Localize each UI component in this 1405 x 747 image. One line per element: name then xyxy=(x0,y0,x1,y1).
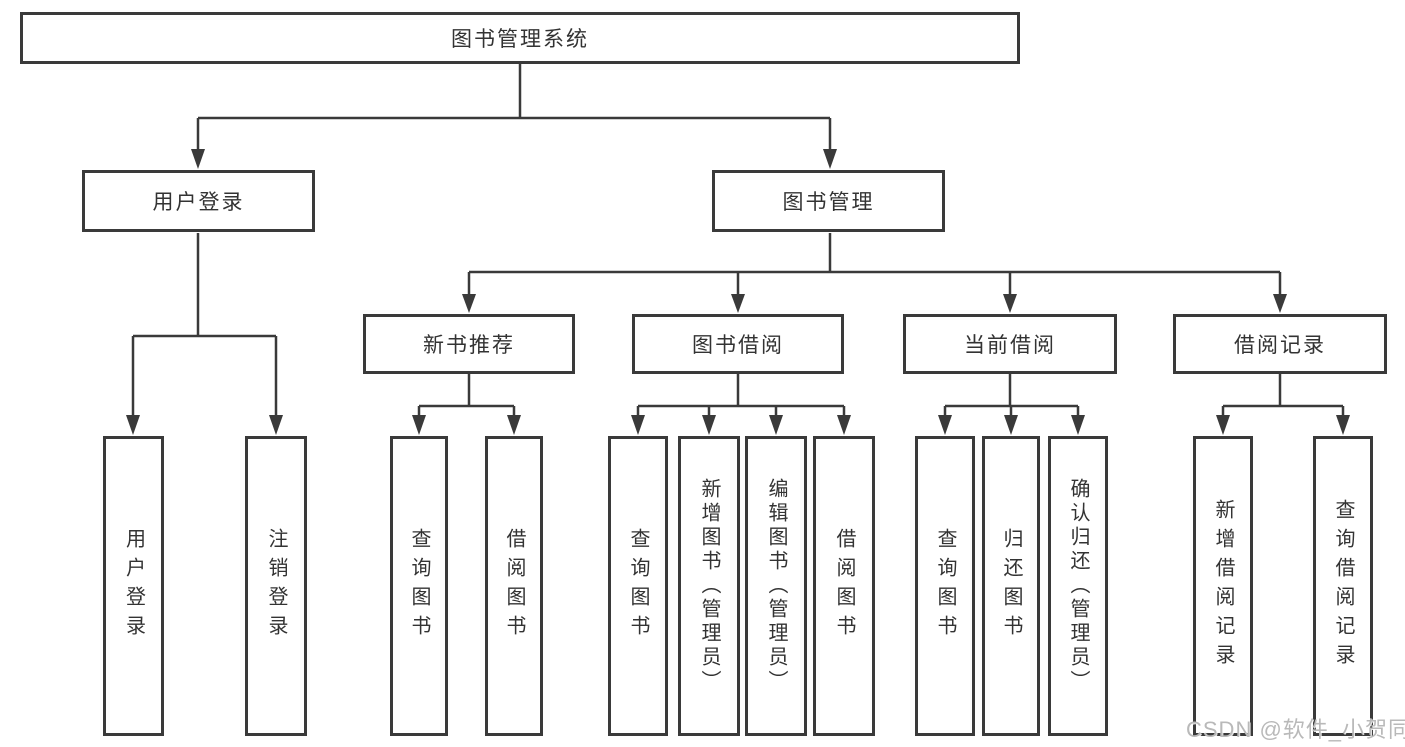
node-query-books-borrowing: 查询图书 xyxy=(608,436,668,736)
arrowhead-icon xyxy=(837,415,851,435)
arrowhead-icon xyxy=(1216,415,1230,435)
node-borrow-books: 借阅图书 xyxy=(813,436,875,736)
arrowhead-icon xyxy=(462,294,476,313)
connector-current-children xyxy=(943,374,1080,417)
arrowhead-icon xyxy=(769,415,783,435)
arrowheads xyxy=(126,149,1350,435)
connector-borrowing-children xyxy=(636,374,846,417)
arrowhead-icon xyxy=(507,415,521,435)
node-logout: 注销登录 xyxy=(245,436,307,736)
connector-strokes xyxy=(131,64,1345,417)
arrowhead-icon xyxy=(938,415,952,435)
arrowhead-icon xyxy=(631,415,645,435)
arrowhead-icon xyxy=(191,149,205,169)
node-new-book-recommend: 新书推荐 xyxy=(363,314,575,374)
arrowhead-icon xyxy=(1336,415,1350,435)
connector-new-book-children xyxy=(417,374,516,417)
arrowhead-icon xyxy=(1071,415,1085,435)
node-add-books-admin: 新增图书（管理员） xyxy=(678,436,740,736)
node-confirm-return-admin: 确认归还（管理员） xyxy=(1048,436,1108,736)
node-add-borrow-record: 新增借阅记录 xyxy=(1193,436,1253,736)
node-return-books: 归还图书 xyxy=(982,436,1040,736)
node-query-books-current: 查询图书 xyxy=(915,436,975,736)
connector-user-login-children xyxy=(131,233,278,417)
node-borrowing-records: 借阅记录 xyxy=(1173,314,1387,374)
arrowhead-icon xyxy=(731,294,745,313)
arrowhead-icon xyxy=(1004,415,1018,435)
node-library-system-root: 图书管理系统 xyxy=(20,12,1020,64)
arrowhead-icon xyxy=(1273,294,1287,313)
arrowhead-icon xyxy=(126,415,140,435)
arrowhead-icon xyxy=(823,149,837,169)
csdn-watermark: CSDN @软件_小贺同学 xyxy=(1186,717,1405,742)
arrowhead-icon xyxy=(412,415,426,435)
arrowhead-icon xyxy=(1003,294,1017,313)
connector-book-mgmt-children xyxy=(467,233,1282,296)
node-user-login: 用户登录 xyxy=(103,436,164,736)
node-borrow-books-recommend: 借阅图书 xyxy=(485,436,543,736)
connector-root-to-level2 xyxy=(196,64,832,151)
node-book-borrowing: 图书借阅 xyxy=(632,314,844,374)
arrowhead-icon xyxy=(702,415,716,435)
arrowhead-icon xyxy=(269,415,283,435)
connector-record-children xyxy=(1221,374,1345,417)
node-query-books-recommend: 查询图书 xyxy=(390,436,448,736)
node-current-borrowing: 当前借阅 xyxy=(903,314,1117,374)
node-query-borrow-record: 查询借阅记录 xyxy=(1313,436,1373,736)
node-user-login-branch: 用户登录 xyxy=(82,170,315,232)
node-edit-books-admin: 编辑图书（管理员） xyxy=(745,436,807,736)
node-book-management-branch: 图书管理 xyxy=(712,170,945,232)
